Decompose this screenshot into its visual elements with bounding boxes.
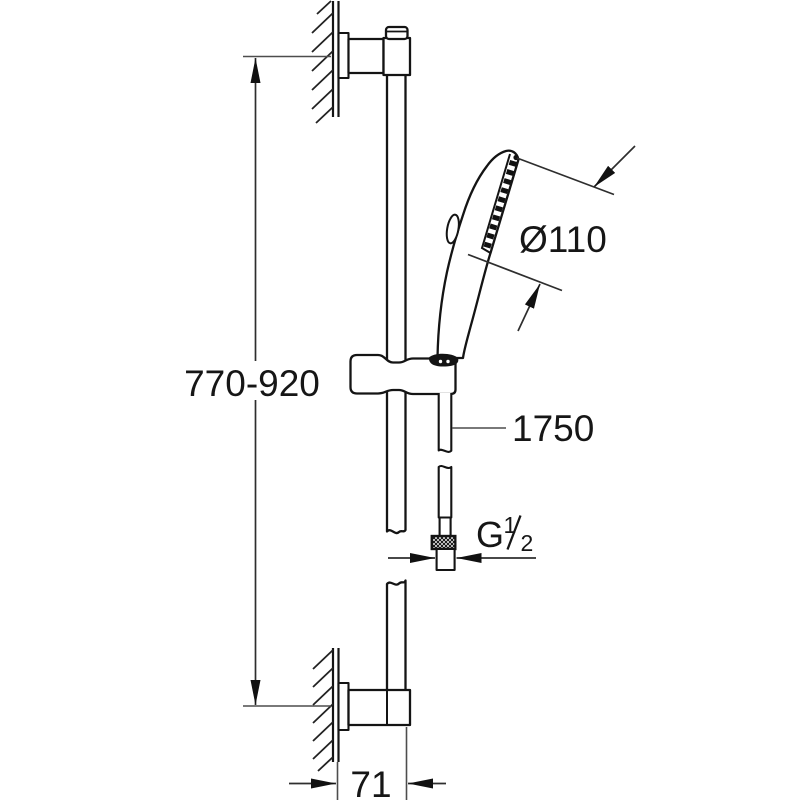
- shower-hose: [430, 393, 457, 572]
- shower-rail-lower: [385, 579, 407, 692]
- wall-distance-label: 71: [350, 764, 391, 800]
- diameter-arrow-upper: [593, 145, 636, 188]
- shower-rail-upper: [385, 74, 407, 535]
- wall-top: [311, 0, 340, 124]
- head-diameter-label: Ø110: [519, 219, 607, 260]
- mounting-bracket-top: [337, 25, 412, 80]
- clamp-dot: [446, 359, 450, 364]
- hand-shower-body: [436, 149, 520, 360]
- hose-ferrule: [438, 516, 452, 538]
- holder-clamp: [428, 353, 459, 367]
- spray-face-rim: [480, 153, 511, 254]
- spray-mode-button: [445, 213, 460, 245]
- wall-hatching-bottom: [312, 649, 334, 772]
- hose-nut-knurled: [430, 534, 457, 551]
- clamp-dot: [438, 359, 443, 364]
- extension-line-upper: [516, 157, 615, 196]
- thread-size-denominator: 2: [521, 530, 534, 556]
- thread-size-label-g: G: [476, 514, 504, 555]
- wall-bottom: [312, 648, 340, 772]
- thread-size-numerator: 1: [504, 512, 517, 538]
- wall-hatching-top: [311, 0, 334, 124]
- dimension-thread-size: G 1 2: [388, 512, 536, 563]
- hose-lower-segment: [437, 464, 453, 519]
- hose-connector-end: [435, 547, 456, 572]
- dimension-wall-distance: 71: [289, 727, 446, 800]
- dimension-head-diameter: Ø110: [467, 145, 636, 332]
- rail-end-cap: [384, 25, 409, 41]
- hose-length-label: 1750: [512, 408, 594, 449]
- hose-upper-segment: [437, 393, 453, 453]
- diameter-arrow-lower: [517, 283, 541, 332]
- rail-height-dimension-label: 770-920: [184, 363, 320, 404]
- mounting-bracket-bottom: [337, 681, 412, 732]
- spray-nozzle-band: [483, 159, 517, 251]
- extension-line-lower: [467, 253, 563, 292]
- hand-shower: [428, 149, 520, 367]
- fraction-slash: [506, 515, 522, 550]
- dimension-hose-length: 1750: [452, 408, 594, 449]
- dimension-rail-height: 770-920: [184, 55, 331, 707]
